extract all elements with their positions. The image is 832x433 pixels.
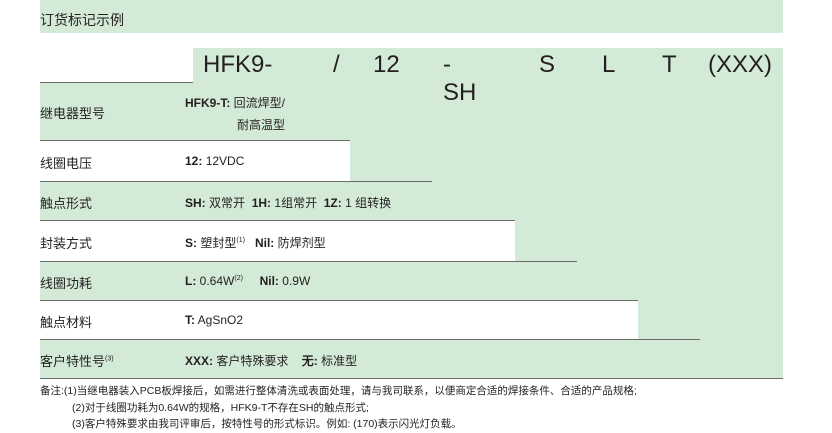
line-7 bbox=[40, 378, 783, 379]
header-bar bbox=[40, 0, 783, 33]
value-text: 塑封型 bbox=[200, 236, 237, 250]
code-key: L: bbox=[185, 274, 197, 288]
footnote-ref: (2) bbox=[234, 275, 243, 282]
row-label-voltage: 线圈电压 bbox=[40, 156, 93, 171]
line-top bbox=[40, 82, 193, 83]
row-bg-special bbox=[40, 339, 783, 378]
row-value-package: S: 塑封型(1) Nil: 防焊剂型 bbox=[185, 234, 326, 251]
row-value-model: HFK9-T: 回流焊型/ bbox=[185, 94, 285, 111]
note-1: 备注:(1)当继电器装入PCB板焊接后，如需进行整体清洗或表面处理，请与我司联系… bbox=[40, 385, 637, 397]
footnote-ref: (3) bbox=[105, 355, 114, 363]
row-label-special: 客户特性号(3) bbox=[40, 351, 114, 370]
row-bg-model bbox=[40, 82, 350, 140]
note-2: (2)对于线圈功耗为0.64W的规格，HFK9-T不存在SH的触点形式; bbox=[72, 402, 369, 414]
code-key: 1H: bbox=[251, 196, 272, 210]
code-cell-special bbox=[700, 48, 783, 378]
code-package: S bbox=[539, 51, 556, 78]
row-value-model-2: 耐高温型 bbox=[237, 118, 286, 132]
line-4 bbox=[40, 261, 577, 262]
label-text: 客户特性号 bbox=[40, 354, 106, 369]
value-text: 标准型 bbox=[321, 354, 358, 368]
row-label-package: 封装方式 bbox=[40, 236, 93, 251]
row-value-power: L: 0.64W(2) Nil: 0.9W bbox=[185, 274, 310, 288]
value-text: 1组常开 bbox=[274, 196, 318, 210]
code-material: T bbox=[662, 51, 677, 78]
code-key: S: bbox=[185, 236, 197, 250]
code-key: 12: bbox=[185, 154, 203, 168]
code-contact: -SH bbox=[443, 51, 477, 106]
line-5 bbox=[40, 300, 638, 301]
header-title: 订货标记示例 bbox=[40, 12, 124, 28]
code-cell-material bbox=[638, 48, 700, 339]
row-label-power: 线圈功耗 bbox=[40, 276, 93, 291]
row-bg-power bbox=[40, 261, 638, 300]
code-key: Nil: bbox=[259, 274, 279, 288]
row-value-contact: SH: 双常开 1H: 1组常开 1Z: 1 组转换 bbox=[185, 194, 391, 211]
row-value-voltage: 12: 12VDC bbox=[185, 154, 244, 168]
code-key: 1Z: bbox=[323, 196, 342, 210]
line-6 bbox=[40, 339, 700, 340]
code-key: 无: bbox=[301, 354, 318, 368]
value-text: 0.64W bbox=[199, 274, 235, 288]
value-text: AgSnO2 bbox=[197, 313, 244, 327]
code-cell-package bbox=[515, 48, 577, 261]
row-bg-contact bbox=[40, 181, 515, 220]
line-3 bbox=[40, 220, 515, 221]
note-3: (3)客户特殊要求由我司评审后，按特性号的形式标识。例如: (170)表示闪光灯… bbox=[72, 418, 462, 430]
line-1 bbox=[40, 140, 350, 141]
value-text: 客户特殊要求 bbox=[216, 354, 289, 368]
row-value-material: T: AgSnO2 bbox=[185, 313, 243, 327]
code-power: L bbox=[602, 51, 616, 78]
footnote-ref: (1) bbox=[236, 237, 245, 244]
row-label-model: 继电器型号 bbox=[40, 106, 106, 121]
value-text: 双常开 bbox=[209, 196, 246, 210]
code-key: Nil: bbox=[254, 236, 275, 250]
row-label-material: 触点材料 bbox=[40, 315, 93, 330]
code-key: T: bbox=[185, 313, 195, 327]
row-label-contact: 触点形式 bbox=[40, 196, 93, 211]
code-key: HFK9-T: bbox=[185, 96, 231, 110]
code-cell-power bbox=[577, 48, 638, 300]
value-text: 防焊剂型 bbox=[277, 236, 326, 250]
code-key: SH: bbox=[185, 196, 206, 210]
code-cell-voltage bbox=[350, 48, 432, 181]
code-voltage: 12 bbox=[373, 51, 400, 78]
value-text: 1 组转换 bbox=[345, 196, 392, 210]
row-value-special: XXX: 客户特殊要求 无: 标准型 bbox=[185, 352, 357, 369]
value-text: 12VDC bbox=[205, 154, 245, 168]
line-2 bbox=[40, 181, 432, 182]
code-key: XXX: bbox=[185, 354, 214, 368]
code-special: (XXX) bbox=[708, 51, 773, 78]
code-slash: / bbox=[333, 51, 340, 78]
value-text: 0.9W bbox=[282, 274, 311, 288]
value-text: 回流焊型/ bbox=[233, 96, 286, 110]
